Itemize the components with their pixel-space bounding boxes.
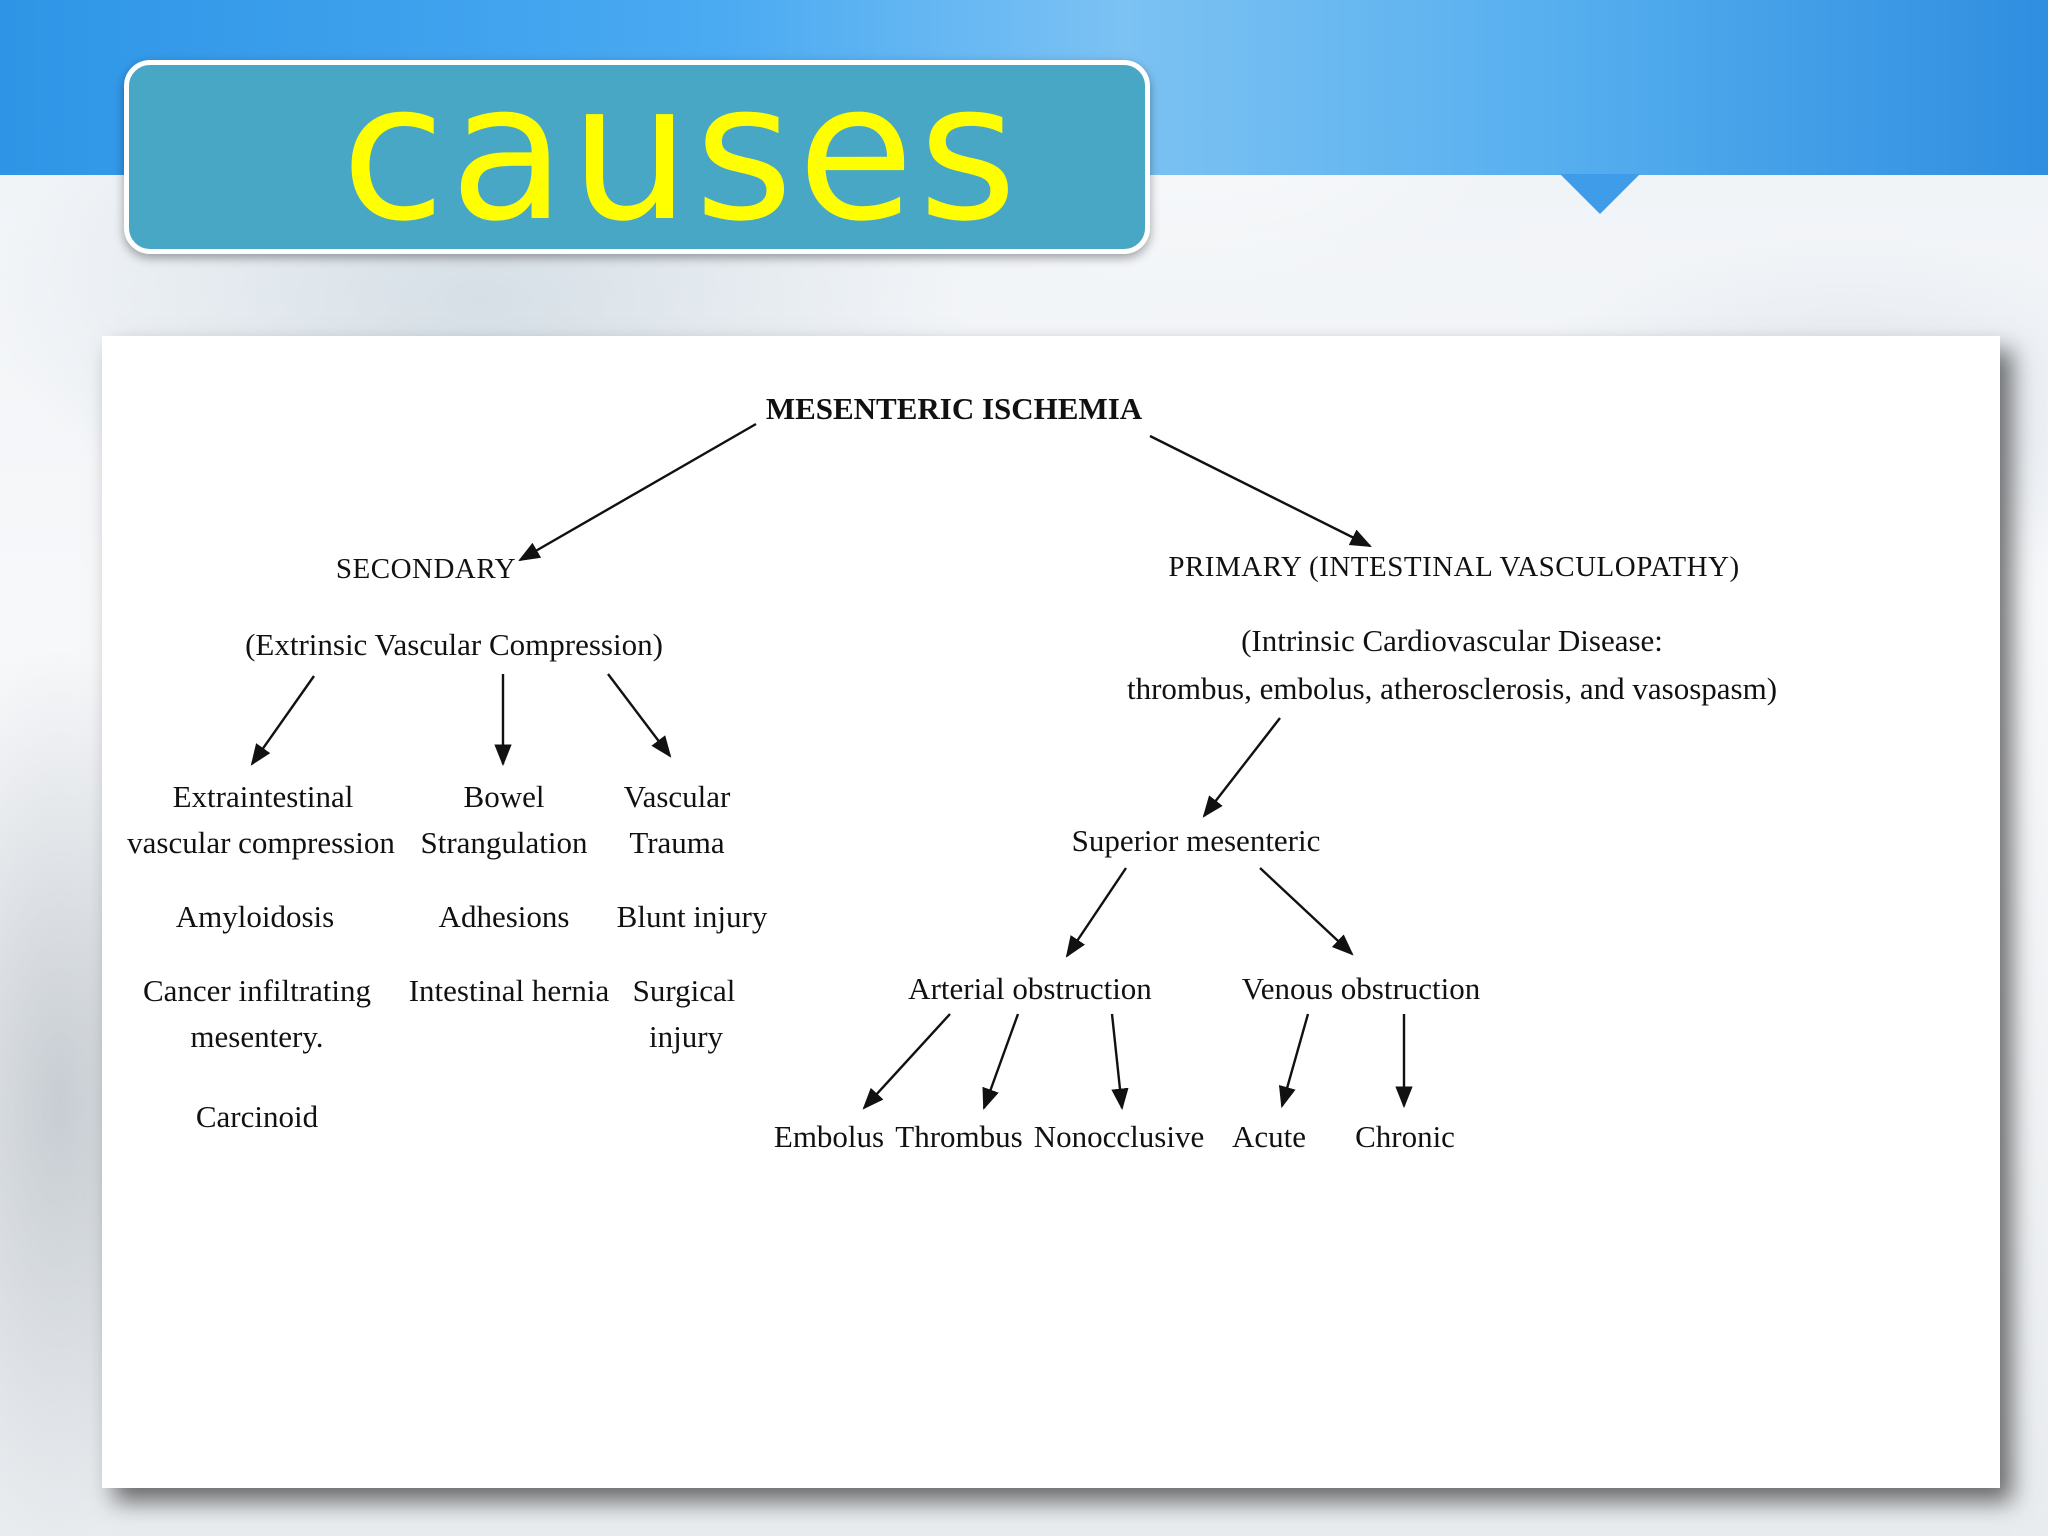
item-injury: injury xyxy=(648,1019,724,1054)
arrow-root-to-primary xyxy=(1149,434,1372,548)
arrow-arterial-to-thrombus xyxy=(982,1013,1020,1111)
node-venous-obstruction: Venous obstruction xyxy=(1241,971,1481,1006)
item-mesentery: mesentery. xyxy=(190,1019,324,1054)
slide-title: causes xyxy=(341,42,1022,263)
node-secondary-subtitle: (Extrinsic Vascular Compression) xyxy=(245,627,663,662)
title-banner: causes xyxy=(124,42,1150,263)
node-extraintestinal-line2: vascular compression xyxy=(127,825,395,860)
arrow-secondary-to-vascular xyxy=(607,673,672,758)
arrow-arterial-to-embolus xyxy=(862,1013,951,1110)
diagram-card: MESENTERIC ISCHEMIA SECONDARY (Extrinsic… xyxy=(102,336,2000,1488)
arrow-superior-to-venous xyxy=(1259,867,1354,956)
node-extraintestinal-line1: Extraintestinal xyxy=(172,779,354,814)
leaf-nonocclusive: Nonocclusive xyxy=(1033,1119,1205,1154)
arrow-root-to-secondary xyxy=(518,422,757,562)
node-bowel-line1: Bowel xyxy=(463,779,545,814)
node-primary: PRIMARY (INTESTINAL VASCULOPATHY) xyxy=(1168,551,1740,583)
leaf-chronic: Chronic xyxy=(1355,1119,1455,1154)
node-vascular-line2: Trauma xyxy=(629,825,725,860)
arrow-secondary-to-extraintestinal xyxy=(250,675,315,766)
arrow-arterial-to-nonocclusive xyxy=(1110,1013,1129,1111)
item-adhesions: Adhesions xyxy=(438,899,570,934)
node-arterial-obstruction: Arterial obstruction xyxy=(908,971,1152,1006)
leaf-acute: Acute xyxy=(1231,1119,1307,1154)
node-primary-subtitle-line2: thrombus, embolus, atherosclerosis, and … xyxy=(1126,671,1778,706)
arrow-primary-to-superior xyxy=(1202,717,1281,818)
item-carcinoid: Carcinoid xyxy=(195,1099,319,1134)
arrow-venous-to-acute xyxy=(1278,1013,1310,1109)
node-superior-mesenteric: Superior mesenteric xyxy=(1071,823,1321,858)
item-blunt-injury: Blunt injury xyxy=(616,899,768,934)
item-surgical: Surgical xyxy=(632,973,736,1008)
node-vascular-line1: Vascular xyxy=(623,779,731,814)
leaf-embolus: Embolus xyxy=(773,1119,885,1154)
header-band-notch xyxy=(1560,174,1640,214)
node-secondary: SECONDARY xyxy=(335,553,517,585)
leaf-thrombus: Thrombus xyxy=(895,1119,1023,1154)
arrow-superior-to-arterial xyxy=(1065,867,1127,958)
node-root: MESENTERIC ISCHEMIA xyxy=(765,391,1143,426)
item-intestinal-hernia: Intestinal hernia xyxy=(408,973,610,1008)
node-bowel-line2: Strangulation xyxy=(420,825,588,860)
item-amyloidosis: Amyloidosis xyxy=(175,899,335,934)
diagram-arrows xyxy=(250,422,1413,1111)
item-cancer-infiltrating: Cancer infiltrating xyxy=(142,973,372,1008)
node-primary-subtitle-line1: (Intrinsic Cardiovascular Disease: xyxy=(1241,623,1663,658)
